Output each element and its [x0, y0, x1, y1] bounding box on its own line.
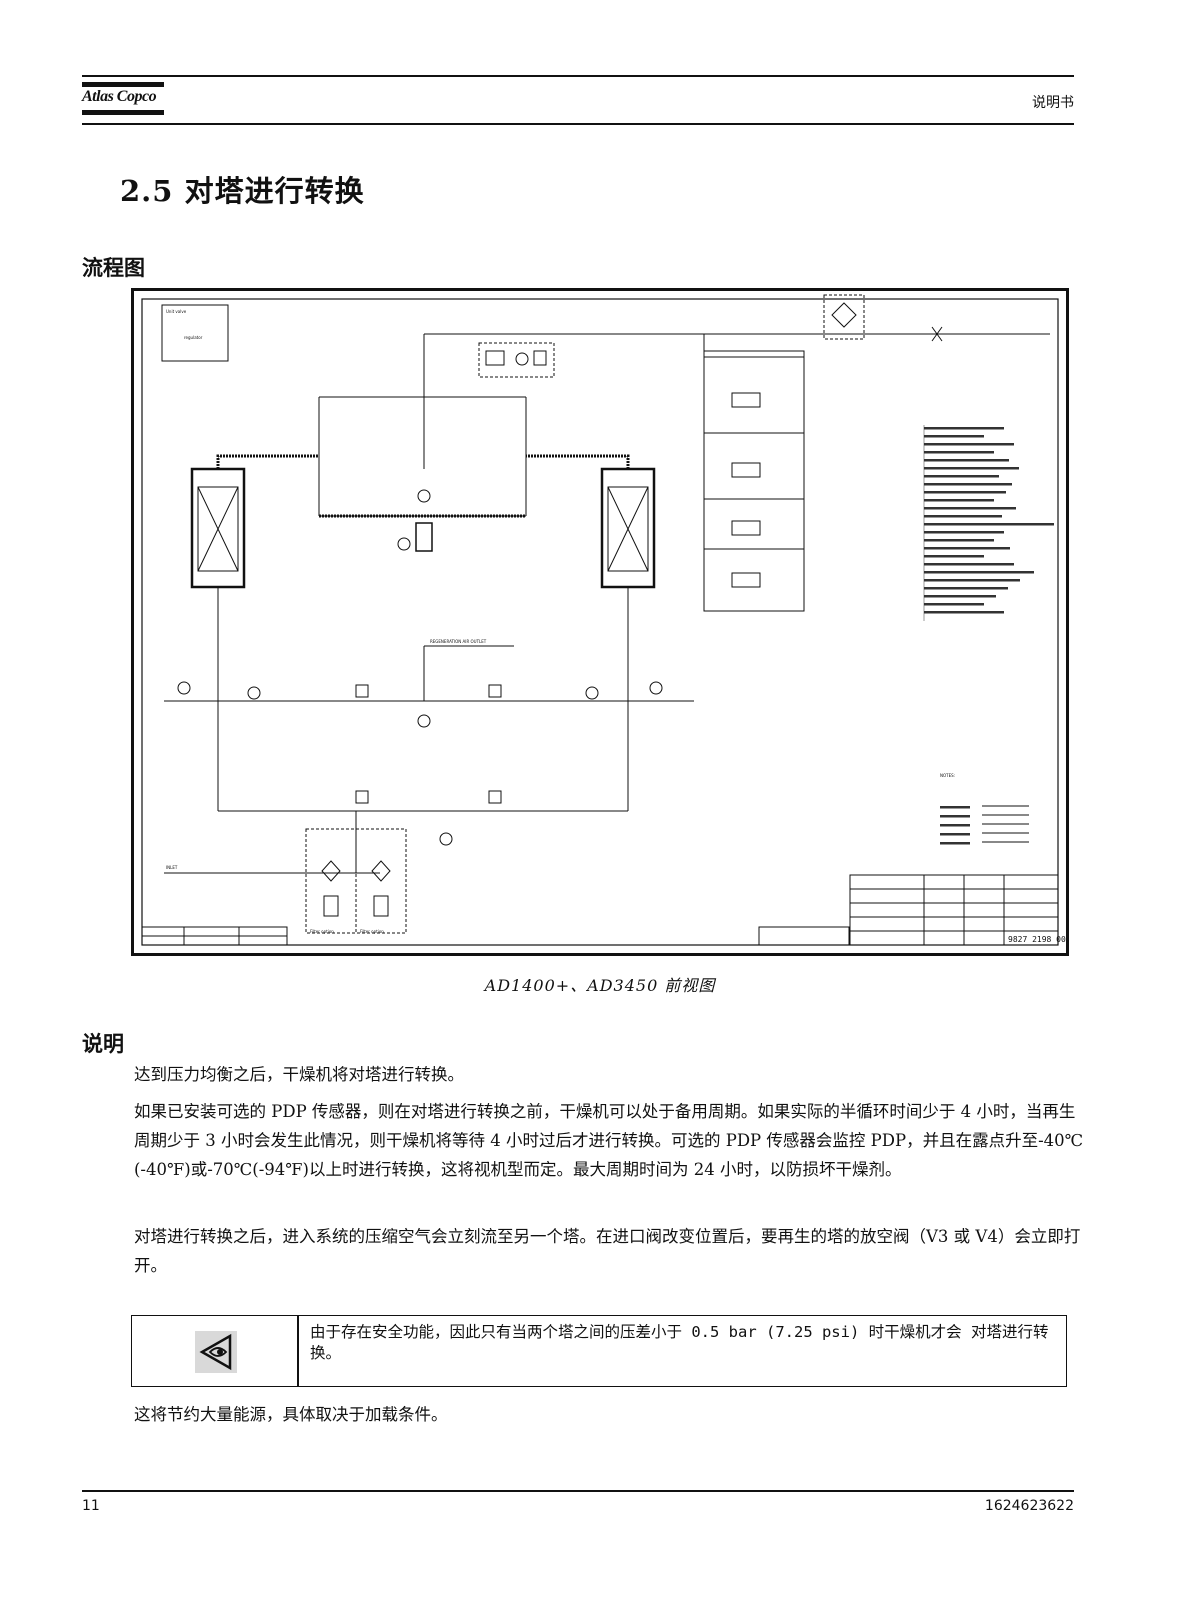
paragraph-after-note: 这将节约大量能源，具体取决于加载条件。: [134, 1405, 448, 1424]
filter-right-label: Filter option: [360, 929, 384, 934]
header-rule-top: [82, 75, 1074, 77]
inlet-label: INLET: [166, 865, 178, 870]
reg-box-sub: regulator: [184, 335, 203, 340]
outlet-label: REGENERATION AIR OUTLET: [430, 639, 487, 644]
description-heading: 说明: [82, 1031, 124, 1056]
paragraph-1: 达到压力均衡之后，干燥机将对塔进行转换。: [134, 1065, 464, 1084]
header-rule-bottom: [82, 123, 1074, 125]
diagram-caption: AD1400+、AD3450 前视图: [484, 976, 716, 995]
note-box: 由于存在安全功能，因此只有当两个塔之间的压差小于 0.5 bar (7.25 p…: [131, 1315, 1067, 1387]
footer-rule: [82, 1490, 1074, 1492]
flow-chart-heading: 流程图: [82, 255, 145, 280]
drawing-number: 9827 2198 00: [1008, 935, 1066, 944]
logo-bar-bottom: [82, 110, 164, 115]
notes-label: NOTES:: [940, 773, 955, 778]
reg-box-title: Unit valve: [166, 309, 187, 314]
page-number: 11: [82, 1498, 100, 1514]
filter-left-label: Filter option: [310, 929, 334, 934]
eye-warning-icon: [195, 1331, 237, 1373]
note-text: 由于存在安全功能，因此只有当两个塔之间的压差小于 0.5 bar (7.25 p…: [310, 1323, 1049, 1362]
section-title: 2.5 对塔进行转换: [120, 168, 365, 210]
flow-diagram-svg: Unit valve regulator REGENERATION AIR OU…: [141, 294, 1066, 946]
doc-type-label: 说明书: [1032, 95, 1074, 111]
brand-logo: Atlas Copco: [82, 80, 166, 120]
paragraph-3: 对塔进行转换之后，进入系统的压缩空气会立刻流至另一个塔。在进口阀改变位置后，要再…: [134, 1227, 1081, 1275]
flow-diagram: Unit valve regulator REGENERATION AIR OU…: [131, 288, 1069, 956]
logo-text: Atlas Copco: [82, 88, 157, 105]
paragraph-2: 如果已安装可选的 PDP 传感器，则在对塔进行转换之前，干燥机可以处于备用周期。…: [134, 1102, 1084, 1179]
logo-bar-top: [82, 82, 164, 87]
doc-number: 1624623622: [984, 1498, 1074, 1514]
note-divider: [297, 1316, 299, 1386]
section-number: 2.5: [120, 174, 174, 208]
section-title-text: 对塔进行转换: [184, 174, 365, 208]
